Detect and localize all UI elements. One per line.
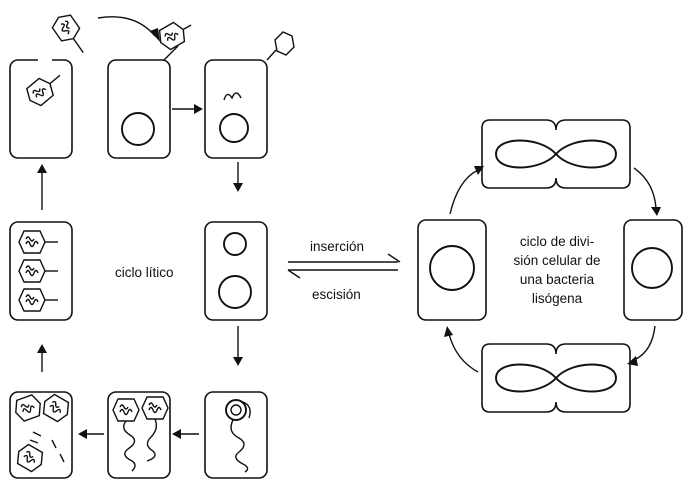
arrow-injection-to-prophage — [233, 162, 243, 192]
lysogenic-cycle-label: ciclo de divi- sión celular de una bacte… — [513, 234, 600, 306]
cell-assembly — [107, 391, 171, 479]
arrow-to-lysis — [78, 429, 104, 439]
cycle-arrow-bottom-left — [444, 326, 479, 373]
insertion-excision: inserción escisión — [287, 239, 401, 302]
arrow-lysis-to-release — [37, 344, 47, 372]
insertion-label: inserción — [310, 239, 364, 254]
phage-inside-icon — [22, 74, 61, 110]
svg-text:lisógena: lisógena — [532, 291, 583, 306]
lytic-cycle: ciclo lítico — [9, 10, 295, 479]
cell-injection — [204, 31, 295, 159]
arrow-attach-to-injection — [172, 104, 203, 114]
arrow-to-replication — [233, 326, 243, 366]
cycle-arrow-bottom-right — [627, 325, 656, 366]
cell-lysogen-left — [417, 219, 487, 321]
svg-text:una bacteria: una bacteria — [520, 272, 595, 287]
dividing-cell-bottom — [481, 343, 631, 413]
svg-text:ciclo de divi-: ciclo de divi- — [520, 234, 594, 249]
cell-lysis — [9, 391, 74, 479]
cell-lysogen-right — [623, 219, 683, 321]
cell-release — [9, 221, 73, 321]
arrow-phage-to-attach — [97, 16, 160, 42]
empty-phage-head-icon — [274, 31, 295, 56]
cell-replication — [204, 391, 268, 479]
cell-phage-dna — [204, 221, 268, 321]
cycle-arrow-top-right — [633, 167, 661, 216]
attached-phage-icon — [154, 19, 192, 53]
free-phage-icon — [48, 10, 84, 53]
arrow-release-to-infection — [37, 164, 47, 210]
cell-attachment — [107, 19, 192, 159]
cell-infected — [9, 54, 73, 159]
cycle-arrow-top-left — [449, 166, 484, 215]
svg-text:sión celular de: sión celular de — [513, 253, 600, 268]
excision-label: escisión — [312, 287, 361, 302]
lysogenic-cycle: ciclo de divi- sión celular de una bacte… — [417, 119, 683, 413]
lytic-cycle-label: ciclo lítico — [115, 265, 174, 280]
arrow-to-assembly — [172, 429, 199, 439]
dividing-cell-top — [481, 119, 631, 189]
